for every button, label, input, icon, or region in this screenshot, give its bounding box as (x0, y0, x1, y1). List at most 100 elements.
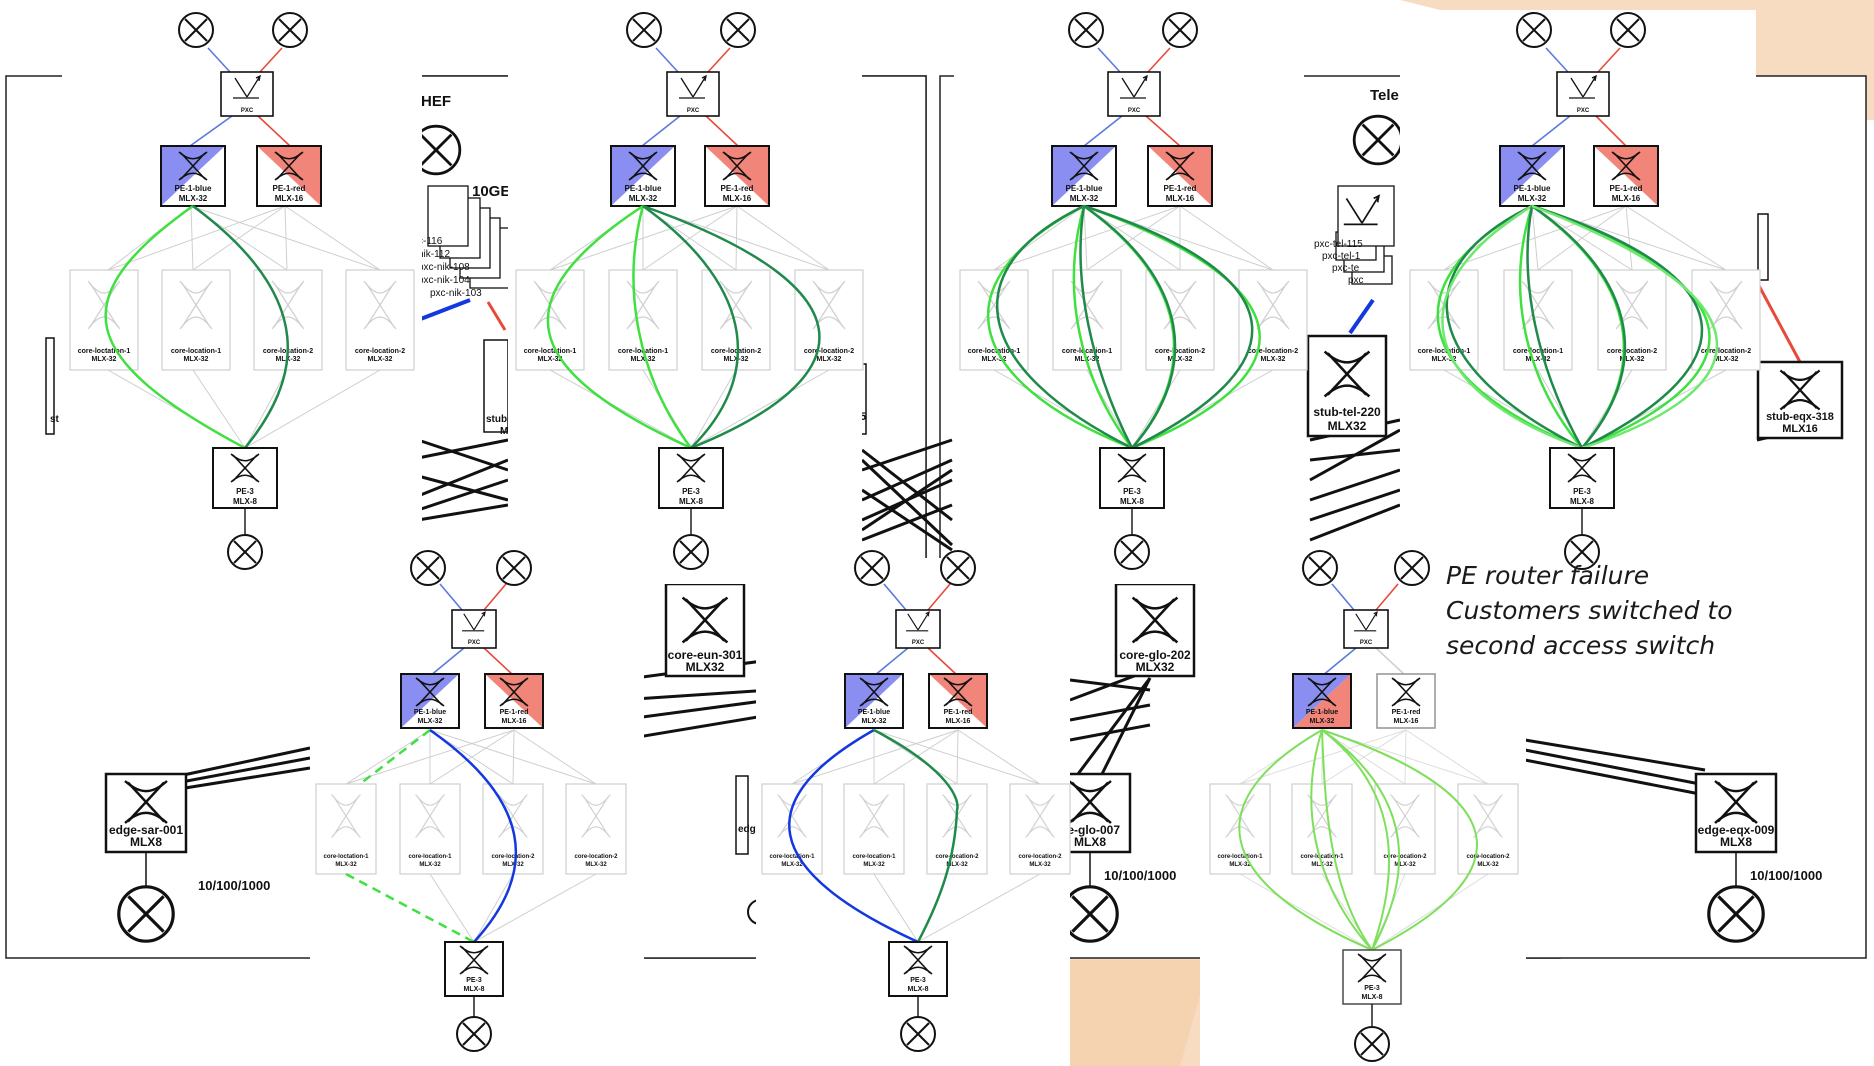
active-paths (345, 728, 517, 944)
svg-text:MLX-32: MLX-32 (1394, 862, 1416, 868)
edg-fragment-label: edg (738, 824, 756, 835)
svg-text:MLX-32: MLX-32 (862, 718, 887, 725)
svg-text:core-location-2: core-location-2 (1607, 348, 1657, 355)
tele-label: Tele (1370, 87, 1399, 104)
panel-3-normal-many-paths: PXC PE-1-blue MLX-32 PE-1-red MLX-16 cor… (954, 12, 1308, 584)
speed-label-2: 10/100/1000 (1104, 868, 1176, 883)
svg-text:MLX-16: MLX-16 (1166, 194, 1195, 203)
svg-text:MLX-8: MLX-8 (233, 497, 258, 506)
svg-text:MLX-32: MLX-32 (1310, 718, 1335, 725)
svg-text:MLX-32: MLX-32 (419, 862, 441, 868)
svg-text:MLX-32: MLX-32 (781, 862, 803, 868)
svg-text:PXC: PXC (1360, 640, 1373, 646)
svg-text:core-loctation-1: core-loctation-1 (78, 348, 131, 355)
svg-text:PE-1-blue: PE-1-blue (175, 184, 212, 193)
pe1-red-router: PE-1-red MLX-16 (256, 145, 322, 207)
active-paths (104, 204, 289, 450)
pe1-red-router: PE-1-red MLX-16 (704, 145, 770, 207)
panel-4-normal-many-paths: PXC PE-1-blue MLX-32 PE-1-red MLX-16 cor… (1400, 10, 1761, 584)
svg-text:PXC: PXC (1128, 108, 1141, 114)
stub-eqx-318-model: MLX16 (1782, 423, 1817, 435)
five-fragment-label: 5 (860, 411, 866, 423)
caption-line-2: Customers switched to (1446, 596, 1733, 625)
pe3-router: PE-3 MLX-8 (1342, 949, 1402, 1005)
svg-text:PE-1-red: PE-1-red (1392, 709, 1421, 716)
svg-text:core-location-2: core-location-2 (935, 854, 979, 860)
pe1-blue-router: PE-1-blue MLX-32 (844, 673, 904, 729)
pe3-router: PE-3 MLX-8 (658, 447, 724, 509)
svg-text:core-loctation-1: core-loctation-1 (1418, 348, 1471, 355)
svg-text:MLX-32: MLX-32 (1261, 356, 1286, 363)
svg-text:core-location-2: core-location-2 (574, 854, 618, 860)
svg-text:core-location-2: core-location-2 (804, 348, 854, 355)
svg-text:MLX-32: MLX-32 (982, 356, 1007, 363)
core-switches: core-loctation-1 MLX-32 core-location-1 … (1409, 269, 1761, 371)
core-glo-202-model: MLX32 (1136, 660, 1175, 674)
svg-text:MLX-32: MLX-32 (1477, 862, 1499, 868)
svg-text:PE-3: PE-3 (1123, 487, 1141, 496)
svg-text:PE-1-blue: PE-1-blue (1514, 184, 1551, 193)
caption-line-3: second access switch (1446, 631, 1716, 660)
svg-text:core-location-2: core-location-2 (1018, 854, 1062, 860)
edge-sar-001-model: MLX8 (130, 835, 162, 849)
svg-text:MLX-32: MLX-32 (724, 356, 749, 363)
svg-text:core-location-1: core-location-1 (1062, 348, 1112, 355)
pxc-fragment-label: pxc (1348, 275, 1364, 286)
svg-text:MLX-32: MLX-32 (92, 356, 117, 363)
core-eun-301-model: MLX32 (686, 660, 725, 674)
pe1-red-router-failed: PE-1-red MLX-16 (1376, 673, 1436, 729)
edge-eqx-009-model: MLX8 (1720, 835, 1752, 849)
pxc-te-label: pxc-te (1332, 263, 1360, 274)
pxc-tel-115-label: pxc-tel-115 (1314, 239, 1363, 250)
svg-text:PE-1-red: PE-1-red (944, 709, 973, 716)
panel-6-core-failure: PXC PE-1-blue MLX-32 PE-1-red MLX-16 cor… (756, 550, 1071, 1066)
svg-text:MLX-32: MLX-32 (335, 862, 357, 868)
svg-text:core-location-1: core-location-1 (171, 348, 221, 355)
svg-text:MLX-32: MLX-32 (1168, 356, 1193, 363)
edge-glo-007-label: ge-glo-007 (1060, 823, 1120, 837)
svg-text:MLX-32: MLX-32 (1432, 356, 1457, 363)
panel-1-normal-single-path: PXC PE-1-blue MLX-32 PE-1-red MLX-16 cor… (62, 12, 422, 584)
svg-text:MLX-32: MLX-32 (368, 356, 393, 363)
svg-text:PXC: PXC (1577, 108, 1590, 114)
pxc-tel-1-label: pxc-tel-1 (1322, 251, 1361, 262)
svg-text:PXC: PXC (912, 640, 925, 646)
active-paths (788, 728, 959, 944)
svg-text:core-location-2: core-location-2 (1248, 348, 1298, 355)
pxc-nik-108-label: pxc-nik-108 (418, 262, 470, 273)
core-glo-202-label: core-glo-202 (1119, 648, 1191, 662)
svg-text:MLX-32: MLX-32 (1029, 862, 1051, 868)
svg-text:core-location-2: core-location-2 (1383, 854, 1427, 860)
stub-eqx-318-label: stub-eqx-318 (1766, 411, 1834, 423)
svg-text:MLX-32: MLX-32 (1620, 356, 1645, 363)
svg-text:MLX-8: MLX-8 (1570, 497, 1595, 506)
panel-7-pe-router-failure: PXC PE-1-blue MLX-32 PE-1-red MLX-16 cor… (1200, 550, 1526, 1066)
svg-text:MLX-32: MLX-32 (1229, 862, 1251, 868)
pxc-label: PXC (241, 108, 254, 114)
m-fragment-label: M (500, 426, 508, 437)
stub-tel-220-model: MLX32 (1328, 419, 1367, 433)
svg-text:MLX-32: MLX-32 (418, 718, 443, 725)
pxc-nik-103-label: pxc-nik-103 (430, 288, 482, 299)
svg-text:MLX-32: MLX-32 (179, 194, 208, 203)
pe1-blue-router: PE-1-blue MLX-32 (400, 673, 460, 729)
pe1-red-router: PE-1-red MLX-16 (1147, 145, 1213, 207)
svg-text:PE-1-red: PE-1-red (273, 184, 306, 193)
panel-5-link-failure: PXC PE-1-blue MLX-32 PE-1-red MLX-16 cor… (310, 550, 644, 1066)
core-eun-301-label: core-eun-301 (668, 648, 743, 662)
failure-caption: PE router failure Customers switched to … (1446, 558, 1786, 663)
active-paths (986, 204, 1261, 450)
svg-text:core-location-1: core-location-1 (1513, 348, 1563, 355)
pe1-blue-router: PE-1-blue MLX-32 (1051, 145, 1117, 207)
pe1-red-router: PE-1-red MLX-16 (484, 673, 544, 729)
svg-text:MLX-32: MLX-32 (1070, 194, 1099, 203)
svg-text:MLX-8: MLX-8 (908, 986, 929, 993)
edge-glo-007-model: MLX8 (1074, 835, 1106, 849)
caption-line-1: PE router failure (1446, 561, 1650, 590)
svg-text:core-loctation-1: core-loctation-1 (1217, 854, 1263, 860)
svg-text:MLX-8: MLX-8 (679, 497, 704, 506)
svg-text:MLX-32: MLX-32 (538, 356, 563, 363)
speed-label-3: 10/100/1000 (1750, 868, 1822, 883)
svg-text:MLX-8: MLX-8 (464, 986, 485, 993)
pe3-router: PE-3 MLX-8 (1549, 447, 1615, 509)
